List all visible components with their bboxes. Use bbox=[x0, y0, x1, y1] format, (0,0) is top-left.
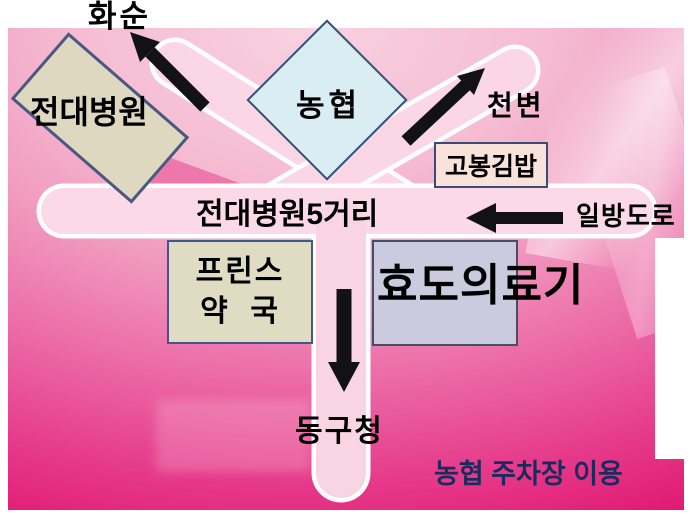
oneway-road-label: 일방도로 bbox=[576, 201, 676, 231]
arrow-cheonbyeon-head bbox=[457, 68, 485, 95]
hyodo-medical-label: 효도의료기 bbox=[377, 261, 585, 310]
nonghyup-label: 농협 bbox=[296, 88, 362, 123]
gobong-kimbap-box: 고봉김밥 bbox=[434, 142, 548, 188]
prince-pharmacy-label-line2: 약 국 bbox=[200, 295, 280, 328]
arrow-donggu-head bbox=[328, 362, 360, 392]
donggu-office-label: 동구청 bbox=[295, 415, 384, 448]
arrow-hwasun-head bbox=[130, 32, 160, 62]
arrow-oneway-head bbox=[466, 203, 496, 233]
light-patch bbox=[156, 400, 311, 472]
jeondae-hospital-label: 전대병원 bbox=[30, 94, 148, 130]
arrow-cheonbyeon-shaft bbox=[401, 80, 471, 146]
gobong-kimbap-label: 고봉김밥 bbox=[444, 153, 537, 181]
hwasun-direction-label: 화순 bbox=[88, 0, 152, 34]
prince-pharmacy-label-line1: 프린스 bbox=[195, 254, 285, 288]
prince-pharmacy-box: 프린스 약 국 bbox=[167, 240, 313, 344]
arrow-hwasun-shaft bbox=[145, 47, 210, 112]
cheonbyeon-direction-label: 천변 bbox=[487, 90, 545, 121]
parking-note-label: 농협 주차장 이용 bbox=[434, 459, 623, 489]
intersection-label: 전대병원5거리 bbox=[196, 198, 379, 231]
hyodo-medical-box bbox=[372, 240, 518, 346]
white-notch bbox=[655, 238, 684, 459]
